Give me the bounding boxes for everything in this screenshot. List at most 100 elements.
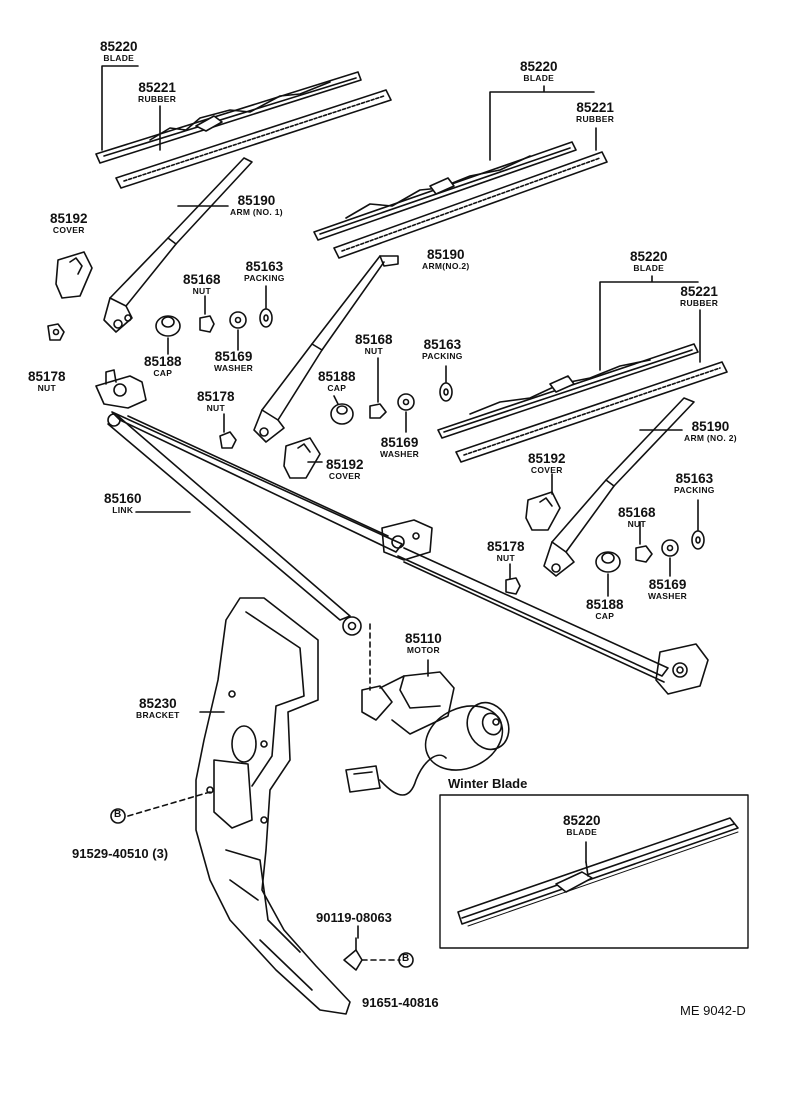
part-number: 85188 (318, 369, 356, 384)
part-number: 85169 (648, 577, 687, 592)
part-number: 85220 (630, 249, 668, 264)
part-name: ARM(NO.2) (422, 261, 470, 272)
callout-nut-85178-right: 85178 NUT (487, 539, 525, 563)
part-number: 85220 (520, 59, 558, 74)
callout-link: 85160 LINK (104, 491, 142, 515)
part-number: 85190 (427, 247, 465, 262)
nut-85178-left (47, 323, 65, 341)
part-name: ARM (NO. 1) (230, 207, 283, 218)
leader-cap-mid (333, 395, 339, 405)
washer-85169-right (661, 539, 679, 557)
part-name: PACKING (674, 485, 715, 496)
bolt-marker-left-letter: B (114, 809, 122, 820)
motor (361, 671, 510, 771)
packing-85163-mid (439, 382, 453, 402)
rubber-right (455, 361, 728, 463)
part-name: RUBBER (138, 94, 177, 105)
rubber-upper-left (115, 89, 392, 189)
callout-cap-right: 85188 CAP (586, 597, 624, 622)
cap-85188-left (155, 315, 181, 337)
part-name: PACKING (244, 273, 285, 284)
callout-packing-left: 85163 PACKING (244, 259, 285, 284)
callout-nut-85168-right: 85168 NUT (618, 505, 656, 529)
leader-blade-r (599, 275, 699, 371)
part-number: 85160 (104, 491, 142, 506)
leader-blade-ul (101, 65, 139, 151)
part-number: 85188 (144, 354, 182, 369)
part-name: PACKING (422, 351, 463, 362)
part-name: CAP (595, 611, 615, 622)
part-number: 85220 (563, 813, 601, 828)
part-number: 85221 (576, 100, 614, 115)
part-number: 85169 (380, 435, 419, 450)
callout-bracket: 85230 BRACKET (136, 696, 180, 721)
winter-blade-title: Winter Blade (448, 776, 528, 791)
blade-upper-left (95, 71, 362, 164)
part-number: 85178 (28, 369, 66, 384)
part-number: 85169 (214, 349, 253, 364)
part-number-91529: 91529-40510 (3) (72, 846, 169, 861)
callout-cover-mid: 85192 COVER (326, 457, 364, 482)
part-number: 85192 (528, 451, 566, 466)
nut-85178-right (505, 577, 521, 595)
callout-cap-mid: 85188 CAP (318, 369, 356, 393)
part-name: NUT (192, 286, 211, 297)
nut-85178-mid (219, 431, 237, 449)
arm-no2-right (543, 397, 695, 577)
packing-85163-left (259, 308, 273, 328)
callout-arm-no1: 85190 ARM (NO. 1) (230, 193, 283, 218)
callout-cover-r: 85192 COVER (528, 451, 566, 476)
callout-washer-left: 85169 WASHER (214, 349, 253, 373)
callout-nut-85178-mid: 85178 NUT (197, 389, 235, 414)
callout-cover-left: 85192 COVER (50, 211, 88, 236)
part-name: BLADE (633, 263, 665, 274)
callout-motor: 85110 MOTOR (405, 631, 442, 656)
part-name: ARM (NO. 2) (684, 433, 737, 444)
callout-nut-85168-mid: 85168 NUT (355, 332, 393, 356)
callout-packing-r: 85163 PACKING (674, 471, 715, 496)
part-number: 85190 (691, 419, 730, 434)
part-number: 85188 (586, 597, 624, 612)
callout-blade-um: 85220 BLADE (520, 59, 558, 83)
callout-nut-85168-left: 85168 NUT (183, 272, 221, 297)
callout-rubber-um: 85221 RUBBER (576, 100, 614, 124)
part-name: RUBBER (680, 298, 719, 309)
cap-85188-mid (330, 403, 354, 425)
part-name: BLADE (103, 53, 135, 64)
part-name: WASHER (380, 449, 420, 460)
part-number: 85168 (355, 332, 393, 347)
part-name: COVER (530, 465, 563, 476)
callout-rubber-ul: 85221 RUBBER (138, 80, 177, 105)
winter-blade (457, 817, 739, 927)
part-number: 85163 (245, 259, 284, 274)
part-number: 85230 (139, 696, 177, 711)
part-number: 85168 (618, 505, 656, 520)
packing-85163-right (691, 530, 705, 550)
part-number: 85168 (183, 272, 221, 287)
blade-upper-mid (313, 141, 577, 241)
part-name: NUT (206, 403, 225, 414)
part-name: BRACKET (136, 710, 180, 721)
part-name: BLADE (566, 827, 598, 838)
callout-blade-ul: 85220 BLADE (100, 39, 138, 64)
arm-no1 (103, 157, 253, 333)
washer-85169-left (229, 311, 247, 329)
pivot-left (95, 369, 147, 409)
bracket (195, 597, 351, 1015)
part-name: COVER (52, 225, 85, 236)
part-name: COVER (328, 471, 361, 482)
part-number-91651: 91651-40816 (362, 995, 439, 1010)
part-name: MOTOR (406, 645, 440, 656)
winter-blade-box (439, 794, 749, 949)
link-assembly (107, 411, 669, 683)
callout-rubber-r: 85221 RUBBER (680, 284, 719, 309)
cover-left (55, 251, 93, 299)
part-number: 85221 (138, 80, 176, 95)
leader-blade-um (489, 85, 595, 161)
bolt-marker-right-letter: B (402, 953, 410, 964)
pivot-mid (381, 519, 433, 561)
nut-85168-right (635, 545, 653, 563)
callout-arm-no2-mid: 85190 ARM(NO.2) (422, 247, 470, 272)
